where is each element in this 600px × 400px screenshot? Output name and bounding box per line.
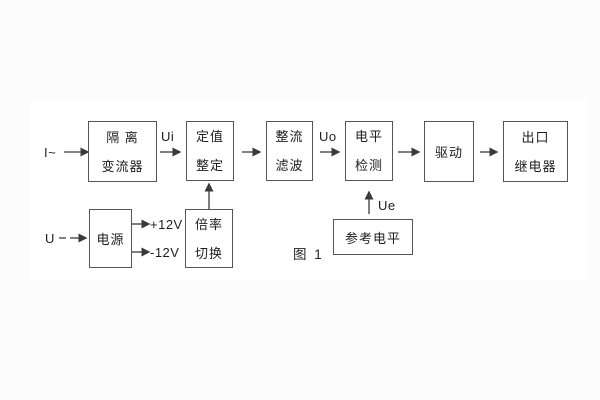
block-label: 切换 [194,245,223,261]
block-label: 滤波 [275,158,304,173]
signal-uo: Uo [319,129,337,144]
block-ratio-switch: 倍率 切换 [185,209,233,268]
block-output-relay: 出口 继电器 [503,121,568,182]
block-label: 电源 [96,232,125,247]
block-label: 整定 [195,158,224,173]
block-label: 整流 [275,129,304,144]
block-reference-level: 参考电平 [333,219,413,255]
block-isolation-transformer: 隔 离 变流器 [88,121,157,182]
signal-rail-negative: -12V [150,245,180,260]
block-setpoint-adjust: 定值 整定 [186,121,234,181]
block-label: 出口 [521,129,550,145]
block-level-detect: 电平 检测 [345,121,393,181]
block-label: 倍率 [194,216,223,232]
block-label: 电平 [354,129,383,144]
signal-input-current: I~ [44,145,57,160]
block-label: 参考电平 [344,230,401,246]
block-label: 检测 [354,158,383,173]
block-label: 继电器 [514,158,557,174]
figure-caption: 图 1 [293,247,324,262]
block-label: 变流器 [101,158,144,174]
block-label: 驱动 [434,145,463,160]
block-power-supply: 电源 [89,209,132,268]
block-label: 定值 [195,129,224,144]
signal-rail-positive: +12V [150,217,183,232]
block-rectifier-filter: 整流 滤波 [266,121,313,181]
signal-ue: Ue [378,198,396,213]
block-drive: 驱动 [424,121,474,182]
signal-ui: Ui [161,129,175,144]
signal-input-voltage: U [45,231,55,246]
block-label: 隔 离 [106,129,139,145]
